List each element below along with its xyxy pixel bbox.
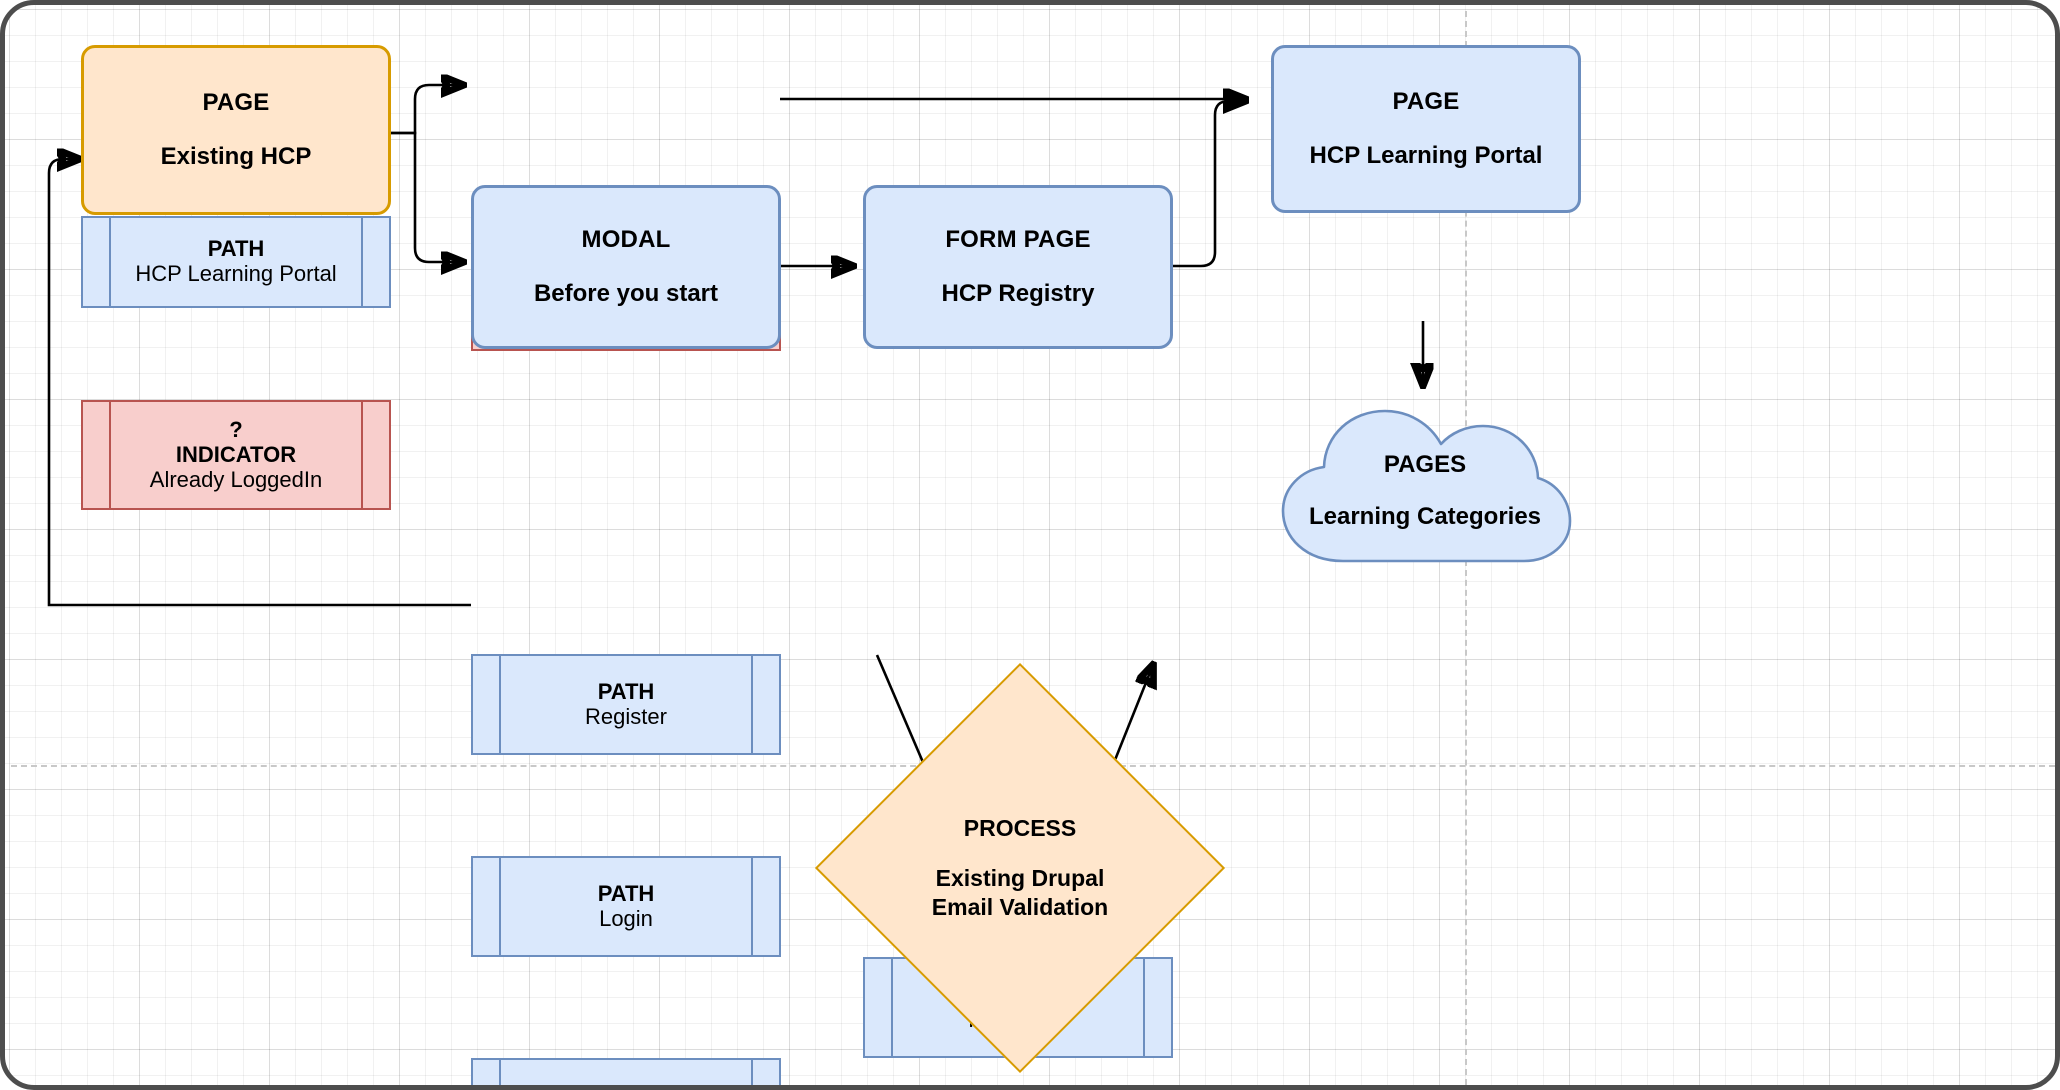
indicator-kind: INDICATOR (175, 441, 297, 467)
portal-name: HCP Learning Portal (1309, 142, 1543, 169)
process-name-line2: Email Validation (931, 893, 1109, 920)
cloud-name: Learning Categories (1308, 503, 1542, 530)
modal-row-register[interactable]: PATH Register (471, 654, 781, 755)
modal-type: MODAL (581, 226, 671, 253)
modal-row-login-kind: PATH (597, 880, 655, 906)
edge-cancel-to-hcp (47, 159, 471, 607)
form-page-type: FORM PAGE (945, 226, 1091, 253)
modal-row-login[interactable]: PATH Login (471, 856, 781, 957)
portal-type: PAGE (1392, 88, 1460, 115)
process-type: PROCESS (963, 814, 1077, 841)
portal-header[interactable]: PAGE HCP Learning Portal (1271, 45, 1581, 213)
modal-row-cancel-kind: PATH (598, 1083, 655, 1085)
process-name-line1: Existing Drupal (935, 864, 1105, 891)
modal-header[interactable]: MODAL Before you start (471, 185, 781, 349)
pages-cloud[interactable]: PAGES Learning Categories (1275, 385, 1575, 575)
modal-row-login-label: Login (599, 905, 653, 931)
cloud-shape (1281, 409, 1572, 563)
existing-hcp-row-path[interactable]: PATH HCP Learning Portal (81, 216, 391, 308)
modal-row-register-label: Register (585, 703, 667, 729)
form-page-header[interactable]: FORM PAGE HCP Registry (863, 185, 1173, 349)
modal-name: Before you start (533, 280, 719, 307)
existing-hcp-row-indicator[interactable]: ? INDICATOR Already LoggedIn (81, 400, 391, 510)
process-diamond[interactable]: PROCESS Existing Drupal Email Validation (814, 662, 1226, 1074)
edge-hcp-to-remember (390, 85, 463, 135)
process-name: Existing Drupal Email Validation (932, 864, 1108, 922)
existing-hcp-row-path-label: HCP Learning Portal (135, 261, 337, 287)
existing-hcp-name: Existing HCP (160, 143, 312, 170)
edge-hcp-to-modal (390, 131, 463, 262)
cloud-type: PAGES (1383, 451, 1467, 478)
existing-hcp-type: PAGE (202, 89, 270, 116)
existing-hcp-header[interactable]: PAGE Existing HCP (81, 45, 391, 215)
existing-hcp-row-path-kind: PATH (207, 236, 265, 262)
indicator-question-mark: ? (229, 416, 243, 442)
edge-formpage-to-portal (1173, 101, 1245, 268)
modal-row-cancel[interactable]: PATH Cancel (471, 1058, 781, 1085)
indicator-label: Already LoggedIn (149, 467, 323, 493)
form-page-name: HCP Registry (941, 280, 1095, 307)
modal-row-register-kind: PATH (597, 678, 655, 704)
